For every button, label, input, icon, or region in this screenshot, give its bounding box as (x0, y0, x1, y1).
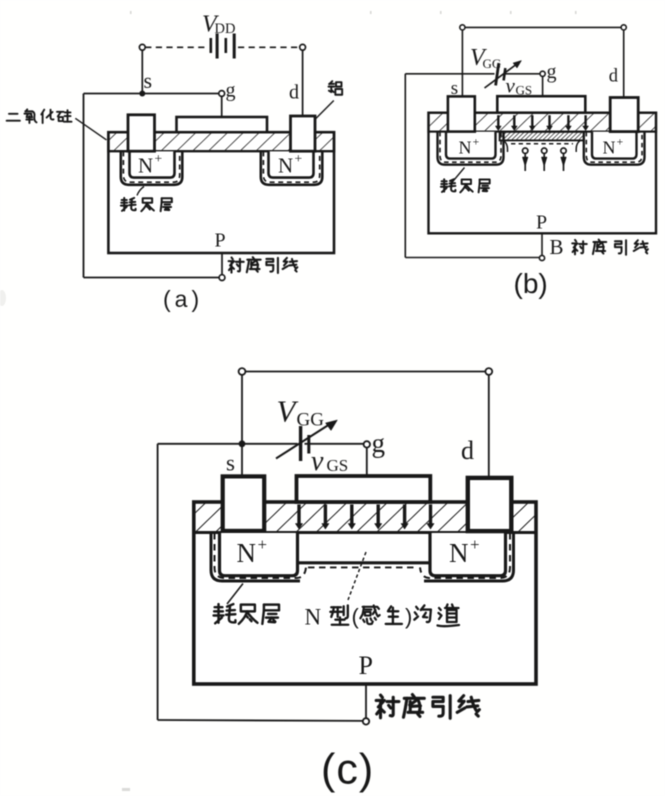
svg-text:s: s (144, 68, 153, 93)
svg-text:V: V (202, 12, 219, 38)
svg-text:d: d (609, 67, 619, 87)
svg-text:V: V (470, 45, 487, 71)
svg-text:v: v (506, 74, 516, 98)
svg-text:): ) (405, 604, 412, 629)
svg-text:P: P (215, 230, 226, 252)
svg-text:N: N (449, 538, 469, 568)
svg-text:N: N (603, 138, 616, 158)
svg-text:P: P (359, 651, 373, 680)
svg-text:g: g (226, 80, 236, 102)
svg-text:(: ( (352, 604, 360, 629)
svg-text:DD: DD (215, 21, 236, 37)
svg-text:GS: GS (327, 456, 349, 475)
svg-text:GG: GG (483, 56, 502, 71)
svg-text:GG: GG (297, 410, 325, 431)
svg-text:N: N (305, 605, 322, 630)
svg-text:V: V (277, 394, 299, 429)
svg-text:d: d (461, 436, 474, 465)
svg-text:(a): (a) (163, 286, 203, 312)
svg-text:(b): (b) (514, 268, 548, 299)
svg-text:N: N (278, 154, 293, 178)
svg-text:B: B (550, 235, 564, 259)
svg-text:s: s (451, 78, 458, 99)
svg-text:g: g (372, 428, 386, 458)
svg-text:v: v (311, 446, 324, 477)
svg-text:N: N (237, 538, 257, 568)
svg-text:g: g (547, 61, 557, 83)
svg-text:s: s (226, 451, 235, 476)
svg-text:P: P (536, 212, 547, 234)
svg-text:GS: GS (516, 83, 533, 98)
svg-text:N: N (459, 138, 472, 158)
svg-text:+: + (258, 535, 268, 554)
svg-text:N: N (138, 154, 153, 178)
svg-text:+: + (473, 134, 480, 148)
svg-text:+: + (617, 134, 624, 148)
svg-text:+: + (470, 535, 480, 554)
svg-text:+: + (154, 152, 162, 167)
svg-text:+: + (294, 152, 302, 167)
svg-text:(c): (c) (321, 746, 374, 794)
svg-text:d: d (289, 82, 299, 104)
